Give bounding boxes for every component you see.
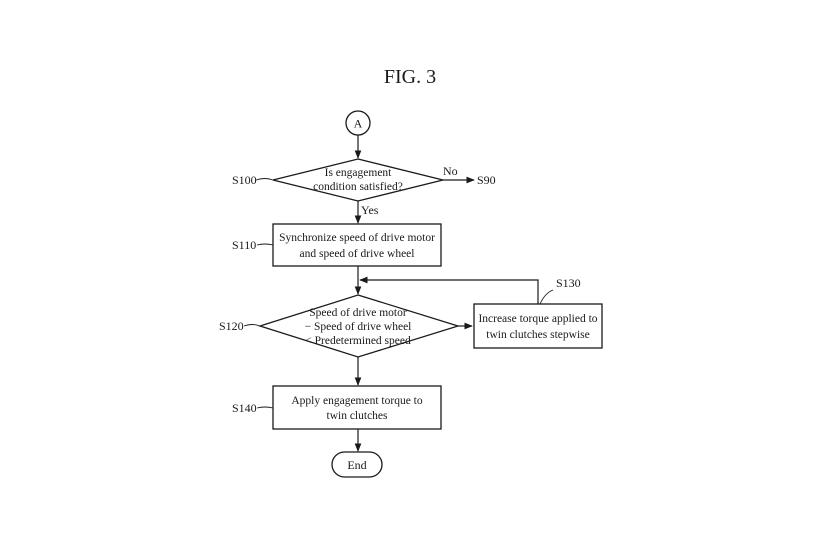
- decision-engagement-condition: Is engagement condition satisfied?: [272, 158, 444, 202]
- no-branch-label: No: [443, 164, 458, 178]
- decision-speed-line3: < Predetermined speed: [305, 335, 411, 347]
- step-label-s140: S140: [232, 401, 257, 415]
- start-connector-label: A: [354, 117, 363, 131]
- decision-engagement-line1: Is engagement: [325, 167, 393, 179]
- s100-leader: [255, 178, 274, 181]
- process-apply-torque-line1: Apply engagement torque to: [291, 395, 423, 407]
- process-increase-torque-line1: Increase torque applied to: [478, 313, 597, 325]
- start-connector: A: [345, 110, 371, 136]
- loop-back-arrow: [359, 276, 539, 304]
- process-synchronize-speed: Synchronize speed of drive motor and spe…: [272, 223, 442, 267]
- figure-title: FIG. 3: [384, 66, 436, 88]
- step-label-s110: S110: [232, 238, 256, 252]
- decision-speed-line1: Speed of drive motor: [309, 307, 407, 319]
- step-label-s130: S130: [556, 276, 581, 290]
- process-synchronize-line1: Synchronize speed of drive motor: [279, 232, 435, 244]
- decision-speed-difference: Speed of drive motor − Speed of drive wh…: [257, 294, 461, 358]
- step-label-s100: S100: [232, 173, 257, 187]
- process-increase-torque: Increase torque applied to twin clutches…: [473, 303, 603, 349]
- process-apply-torque: Apply engagement torque to twin clutches: [272, 385, 442, 430]
- step-label-s120: S120: [219, 319, 244, 333]
- decision-engagement-line2: condition satisfied?: [313, 181, 403, 193]
- s110-leader: [256, 243, 274, 246]
- s120-leader: [243, 324, 261, 327]
- process-apply-torque-line2: twin clutches: [327, 410, 389, 422]
- s130-leader: [539, 289, 554, 305]
- end-terminal-label: End: [347, 458, 366, 472]
- decision-speed-line2: − Speed of drive wheel: [305, 321, 412, 333]
- no-branch-target: S90: [477, 173, 496, 187]
- s140-leader: [256, 406, 274, 409]
- process-synchronize-line2: and speed of drive wheel: [300, 248, 415, 260]
- yes-branch-label: Yes: [361, 203, 379, 217]
- end-terminal: End: [331, 451, 383, 478]
- process-increase-torque-line2: twin clutches stepwise: [486, 329, 589, 341]
